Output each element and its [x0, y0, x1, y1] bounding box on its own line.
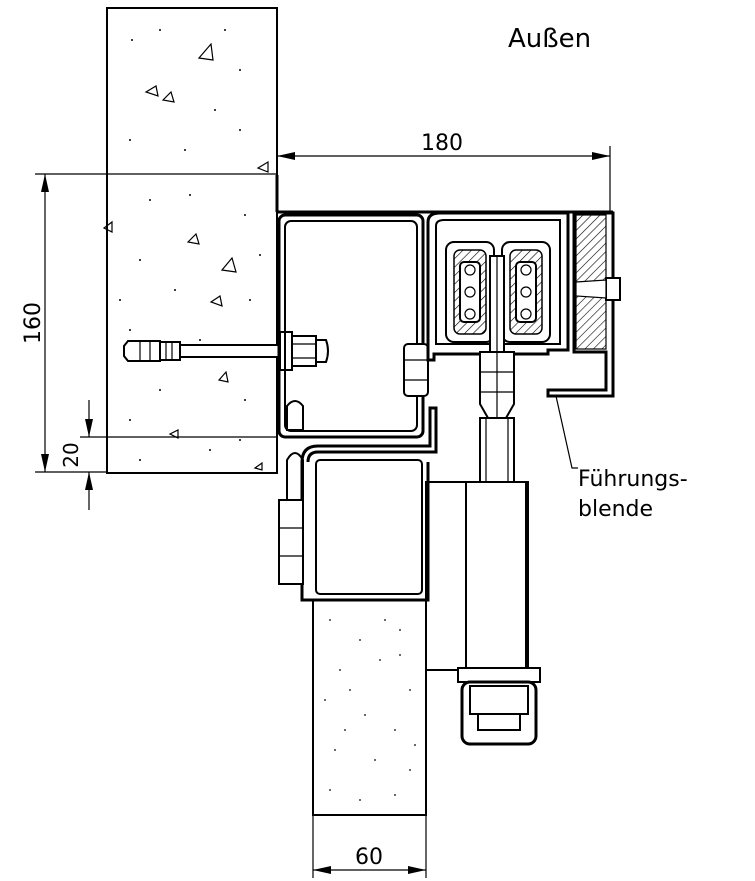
dimension-60	[312, 815, 427, 878]
outside-label: Außen	[508, 24, 591, 54]
dimension-label-60: 60	[355, 845, 383, 870]
track-housing	[275, 175, 621, 439]
concrete-wall	[102, 7, 278, 474]
dimension-20	[80, 400, 277, 510]
dimension-label-160: 160	[21, 302, 46, 344]
anchor-bolt	[123, 331, 329, 371]
guide-cover-leader	[555, 395, 578, 469]
guide-cover-label-line1: Führungs-	[578, 467, 688, 492]
dimension-label-20: 20	[59, 442, 83, 467]
dimension-180	[276, 146, 611, 212]
dimension-label-180: 180	[421, 131, 463, 156]
dimension-160	[35, 173, 107, 473]
guide-cover-label-line2: blende	[578, 497, 653, 522]
door-leaf	[312, 599, 427, 816]
roller-trolley	[445, 241, 551, 353]
door-hanger	[278, 406, 541, 746]
